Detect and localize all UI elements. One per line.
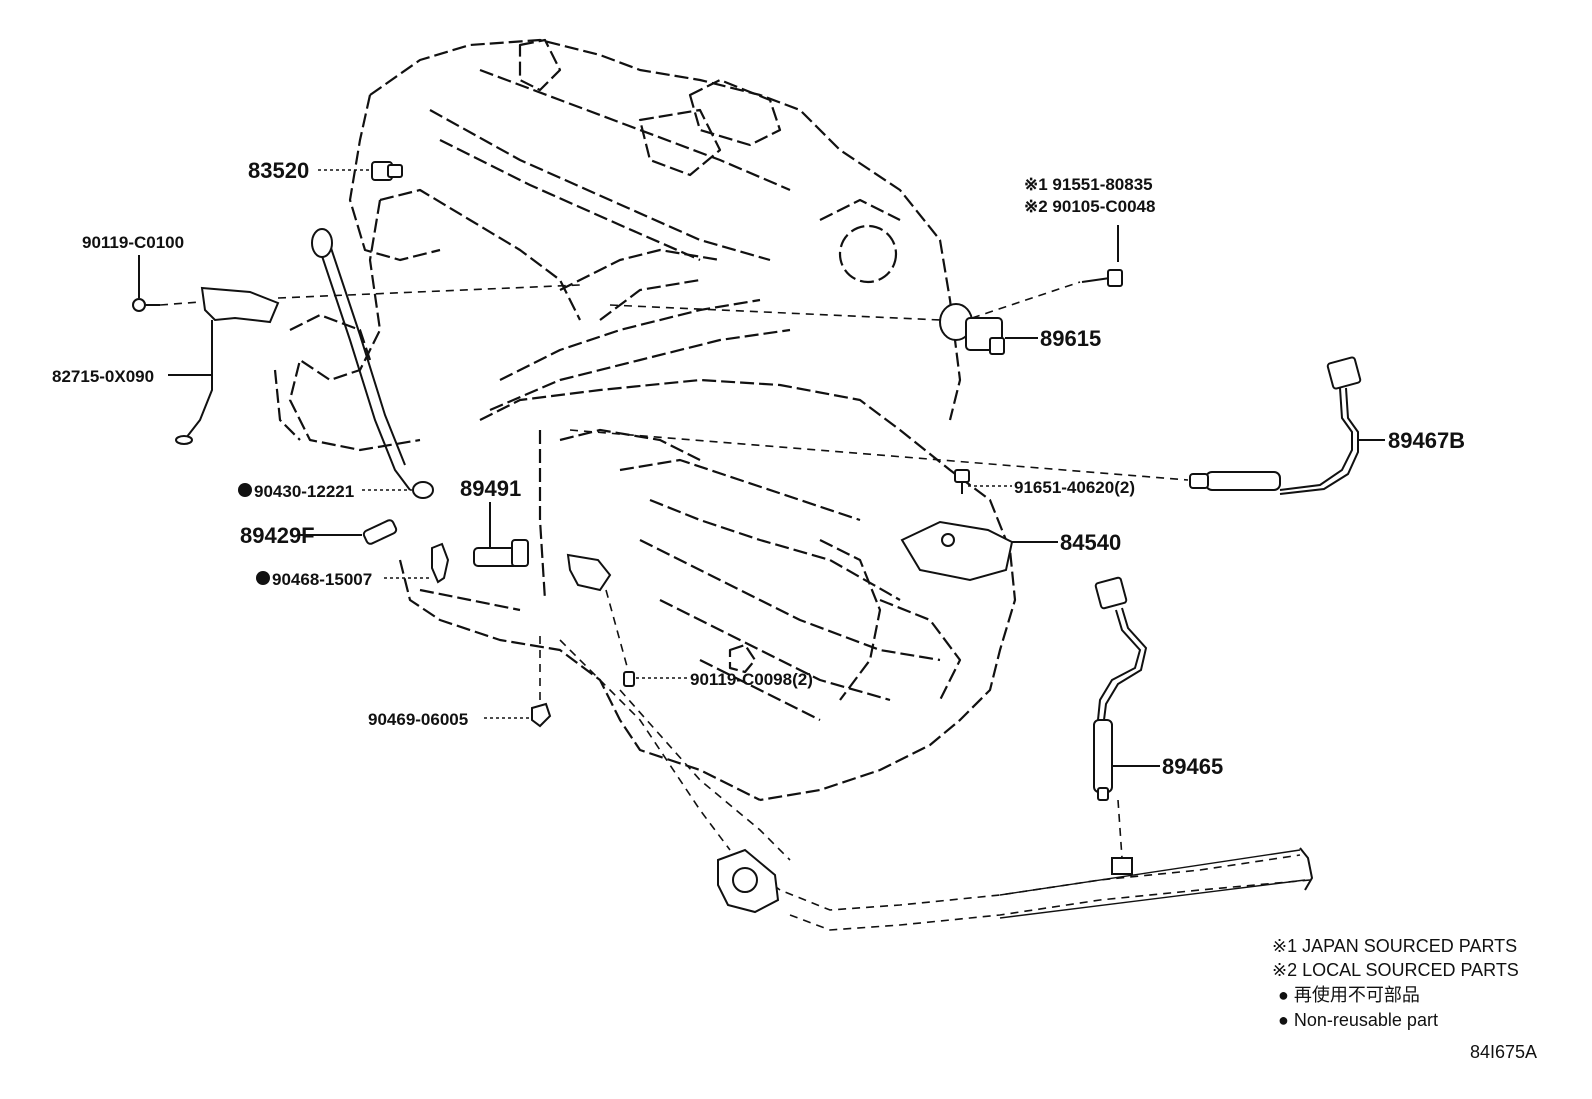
- label-90430-12221: 90430-12221: [254, 482, 354, 501]
- label-89429f: 89429F: [240, 523, 315, 548]
- label-82715-0x090: 82715-0X090: [52, 367, 154, 386]
- speed-sensor-part: [473, 539, 529, 567]
- exhaust-pipe: [559, 639, 1314, 931]
- label-84540: 84540: [1060, 530, 1121, 555]
- clamp-90468-part: [431, 542, 450, 584]
- label-91651-40620: 91651-40620(2): [1014, 478, 1135, 497]
- oxygen-sensor-part: [1093, 576, 1148, 801]
- non-reusable-dot-icon: [256, 571, 270, 585]
- label-note1-91551-80835: ※1 91551-80835: [1024, 175, 1153, 194]
- label-90119-c0100: 90119-C0100: [82, 233, 184, 252]
- diagram-code: 84I675A: [1470, 1042, 1537, 1062]
- legend-local-sourced: ※2 LOCAL SOURCED PARTS: [1272, 960, 1519, 980]
- label-89491: 89491: [460, 476, 521, 501]
- knock-sensor-part: [939, 303, 1005, 355]
- label-89467b: 89467B: [1388, 428, 1465, 453]
- legend: ※1 JAPAN SOURCED PARTS ※2 LOCAL SOURCED …: [1272, 936, 1519, 1030]
- air-fuel-ratio-sensor-part: [1189, 356, 1362, 495]
- wire-bracket-part: [175, 286, 280, 445]
- legend-japan-sourced: ※1 JAPAN SOURCED PARTS: [1272, 936, 1517, 956]
- leader-lines: [138, 169, 1385, 859]
- label-89465: 89465: [1162, 754, 1223, 779]
- engine-block-illustration: [273, 38, 1017, 802]
- oil-pressure-switch-part: [371, 161, 403, 181]
- knock-sensor-bolt-part: [1081, 225, 1123, 287]
- label-90119-c0098: 90119-C0098(2): [690, 670, 813, 689]
- neutral-start-switch-part: [900, 520, 1014, 582]
- bolt-90119-c0100-part: [132, 298, 160, 312]
- gasket-90430-part: [412, 481, 434, 499]
- label-90469-06005: 90469-06005: [368, 710, 468, 729]
- label-89615: 89615: [1040, 326, 1101, 351]
- label-note2-90105-c0048: ※2 90105-C0048: [1024, 197, 1155, 216]
- clip-90469-part: [531, 702, 552, 728]
- legend-non-reusable-en: ● Non-reusable part: [1278, 1010, 1438, 1030]
- temperature-sensor-part: [362, 519, 398, 545]
- label-83520: 83520: [248, 158, 309, 183]
- non-reusable-dot-icon: [238, 483, 252, 497]
- crank-sensor-bracket-part: [566, 553, 635, 687]
- bolt-91651-part: [954, 469, 970, 494]
- label-90468-15007: 90468-15007: [272, 570, 372, 589]
- legend-non-reusable-jp: ● 再使用不可部品: [1278, 985, 1420, 1005]
